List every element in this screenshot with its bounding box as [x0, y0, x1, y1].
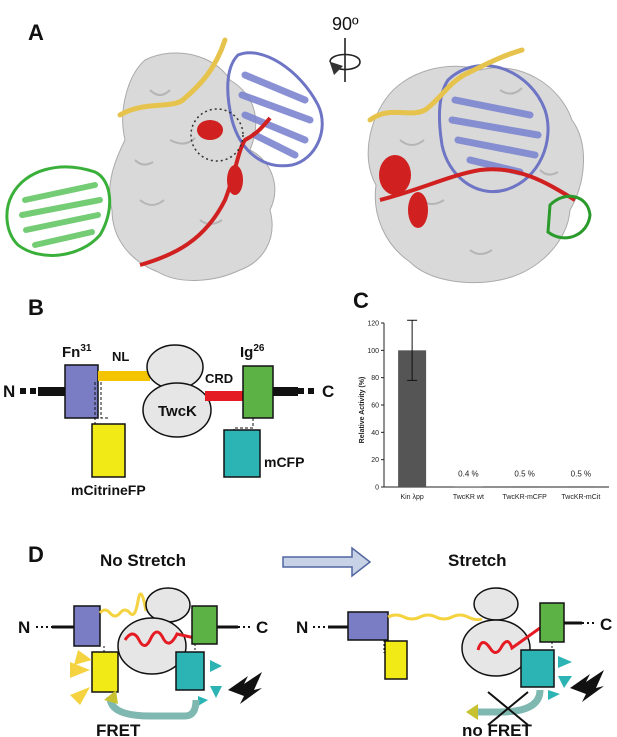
construct-schematic: N Fn31 NL TwcK CRD Ig26 C mCitrineFP mCF…	[3, 343, 334, 498]
y-tick-label: 80	[371, 375, 379, 382]
nl-label: NL	[112, 349, 129, 364]
stretch-fn-box	[347, 611, 389, 641]
no-stretch-fret-transfer-arrow	[106, 696, 200, 720]
kinase-c-lobe	[142, 382, 212, 438]
crd-helix-left-2	[227, 165, 243, 195]
no-stretch-cyan-emission-icon	[198, 660, 222, 706]
c-terminal-segment	[273, 387, 298, 396]
no-stretch-n-label: N	[18, 618, 30, 637]
nl-linker-ribbon-right	[367, 47, 525, 123]
no-stretch-ig-box	[191, 605, 218, 645]
y-tick-label: 40	[371, 430, 379, 437]
fn31-label: Fn31	[62, 343, 92, 361]
stretch-fret-arrowhead-icon	[466, 704, 478, 720]
transition-arrow-icon	[282, 546, 372, 578]
bar	[566, 486, 595, 487]
n-terminal-segment	[38, 387, 65, 396]
x-tick-label: TwcKR-mCit	[561, 494, 600, 501]
ig-domain-ribbon-left	[226, 51, 324, 168]
nl-linker-ribbon-left	[117, 37, 228, 118]
no-stretch-c-label: C	[256, 618, 268, 637]
x-tick-label: TwcKR wt	[453, 494, 484, 501]
no-stretch-schematic: N C FRET	[18, 587, 268, 737]
kinase-surface-left	[109, 52, 276, 281]
active-site-highlight-circle	[190, 108, 244, 162]
no-stretch-nl-coiled	[98, 592, 148, 618]
ig-domain-ribbon-right	[438, 64, 550, 193]
ig26-domain-box	[242, 365, 274, 419]
mcitrine-box	[91, 423, 126, 478]
nl-linker-bar	[98, 371, 150, 381]
no-stretch-title: No Stretch	[100, 551, 186, 570]
mcfp-box	[223, 429, 261, 478]
no-stretch-mcitrine-box	[91, 651, 119, 693]
rotation-label: 90º	[332, 14, 359, 34]
surface-texture-left	[134, 89, 223, 225]
y-axis-title: Relative Activity (%)	[359, 377, 366, 444]
rotation-arrow-icon	[329, 38, 361, 82]
no-stretch-kinase-c-lobe	[117, 617, 187, 675]
no-stretch-excitation-bolt-icon	[228, 672, 262, 704]
stretch-ig-box	[539, 602, 565, 643]
mcitrine-label: mCitrineFP	[71, 482, 146, 498]
stretch-mcitrine-box	[384, 640, 408, 680]
stretch-mcfp-box	[520, 649, 555, 688]
data-label: 0.4 %	[458, 469, 478, 478]
twck-label: TwcK	[158, 403, 197, 420]
stretch-crd-extended	[476, 626, 541, 654]
no-stretch-kinase-n-lobe	[145, 587, 191, 623]
panel-c-letter: C	[353, 288, 369, 313]
crd-helix-right-2	[408, 192, 428, 228]
fn-domain-ribbon-right	[546, 194, 592, 240]
protein-structure-side-view	[367, 47, 592, 284]
no-stretch-crd-coil	[123, 630, 196, 647]
y-tick-label: 0	[375, 485, 379, 492]
data-label: 0.5 %	[514, 469, 534, 478]
stretch-n-label: N	[296, 618, 308, 637]
stretch-c-label: C	[600, 615, 612, 634]
data-label: 0.5 %	[571, 469, 591, 478]
stretch-schematic: N C no FRET	[296, 587, 612, 737]
y-tick-label: 20	[371, 457, 379, 464]
no-stretch-yellow-emission-icon	[70, 650, 92, 705]
no-stretch-mcfp-box	[175, 651, 205, 691]
c-terminus-label: C	[322, 382, 334, 401]
no-stretch-fn-box	[73, 605, 101, 647]
surface-texture-right	[399, 87, 559, 255]
fn31-domain-box	[64, 364, 99, 419]
x-tick-label: Kin λpp	[400, 494, 423, 501]
crd-helix-left	[197, 120, 223, 140]
stretch-cyan-emission-icon	[548, 656, 572, 700]
crd-bar	[205, 391, 243, 401]
n-terminus-label: N	[3, 382, 15, 401]
stretch-kinase-c-lobe	[461, 619, 531, 677]
x-tick-label: TwcKR-mCFP	[502, 494, 547, 501]
panel-a-letter: A	[28, 20, 44, 45]
relative-activity-chart: Relative Activity (%) 0 20 40 60 80 100 120Kin…	[359, 319, 609, 501]
no-fret-result-label: no FRET	[462, 721, 532, 737]
stretch-nl-extended	[387, 613, 483, 622]
no-stretch-fret-arrowhead-icon	[104, 690, 118, 704]
panel-d-letter: D	[28, 542, 44, 567]
stretch-kinase-n-lobe	[473, 587, 519, 621]
stretch-excitation-bolt-icon	[570, 670, 604, 702]
crd-label: CRD	[205, 371, 233, 386]
y-tick-label: 60	[371, 403, 379, 410]
fret-result-label: FRET	[96, 721, 141, 737]
y-tick-label: 120	[367, 321, 379, 328]
bar	[454, 486, 483, 488]
stretch-title: Stretch	[448, 551, 507, 570]
crd-helix-right	[379, 155, 411, 195]
fret-blocked-cross-icon	[487, 691, 529, 726]
fn-domain-ribbon-left	[5, 165, 112, 257]
crd-ribbon-right	[379, 167, 577, 202]
y-tick-label: 100	[367, 348, 379, 355]
bar	[510, 486, 539, 487]
panel-b-letter: B	[28, 295, 44, 320]
stretch-fret-blocked-path	[478, 689, 544, 716]
mcfp-label: mCFP	[264, 454, 304, 470]
protein-structure-front-view	[5, 37, 324, 281]
ig26-label: Ig26	[240, 343, 265, 361]
